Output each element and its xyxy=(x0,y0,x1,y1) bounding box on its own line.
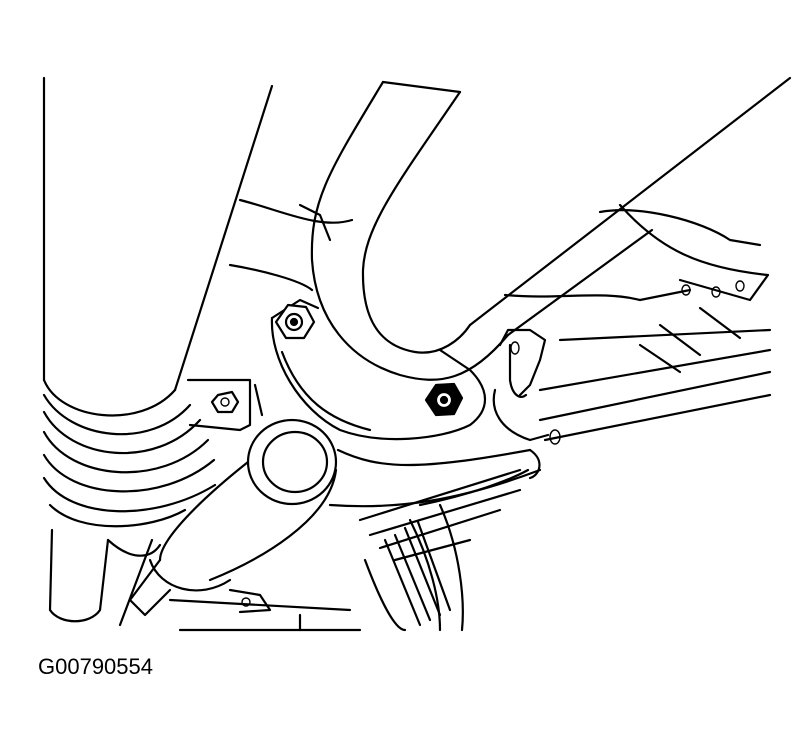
heat-shield xyxy=(503,203,772,442)
flange-bolt-upper xyxy=(274,303,316,340)
lower-frame xyxy=(168,588,362,632)
mount-nut-left xyxy=(186,378,264,432)
tire xyxy=(363,503,464,632)
flange-bolt-lower xyxy=(424,382,464,417)
catalytic-converter xyxy=(128,418,542,617)
exhaust-pipe-upper xyxy=(228,76,792,381)
exhaust-hanger xyxy=(492,328,561,445)
left-axle-shaft xyxy=(42,76,274,627)
exhaust-flange xyxy=(270,298,486,441)
figure-id-label: G00790554 xyxy=(38,654,153,679)
